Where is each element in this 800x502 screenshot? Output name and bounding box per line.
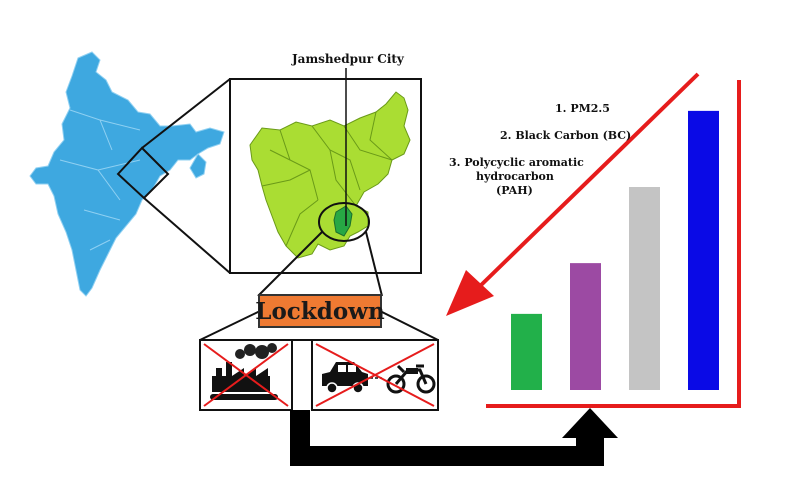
motorbike-icon bbox=[386, 364, 436, 394]
jharkhand-map-icon bbox=[249, 91, 411, 259]
flow-arrow bbox=[290, 408, 618, 466]
zoom-line-top bbox=[141, 78, 231, 149]
lockdown-connector-right bbox=[365, 231, 383, 297]
bar-4 bbox=[688, 110, 719, 390]
pollutant-label-pah-line2: hydrocarbon bbox=[476, 170, 554, 183]
pollutant-label-pm25: 1. PM2.5 bbox=[555, 102, 610, 115]
bar-1 bbox=[511, 313, 542, 390]
india-highlight-box bbox=[116, 146, 170, 200]
pollutant-label-pah-line3: (PAH) bbox=[496, 184, 533, 197]
india-map-icon bbox=[29, 51, 225, 297]
pollutant-label-bc: 2. Black Carbon (BC) bbox=[500, 129, 632, 142]
bar-3 bbox=[629, 187, 660, 390]
lockdown-connector-left bbox=[257, 231, 323, 297]
pollutant-label-pah-line1: 3. Polycyclic aromatic bbox=[449, 156, 584, 169]
bar-2 bbox=[570, 263, 601, 390]
cross-out-icon bbox=[315, 343, 435, 407]
city-label: Jamshedpur City bbox=[292, 52, 404, 66]
trend-arrow bbox=[446, 72, 700, 316]
cross-out-icon bbox=[203, 343, 289, 407]
district-circle bbox=[318, 202, 370, 242]
lockdown-label: Lockdown bbox=[255, 294, 385, 328]
zoom-line-bottom bbox=[143, 197, 231, 274]
car-icon bbox=[322, 362, 382, 394]
bar-series bbox=[511, 110, 719, 390]
chart-axes bbox=[486, 80, 741, 408]
